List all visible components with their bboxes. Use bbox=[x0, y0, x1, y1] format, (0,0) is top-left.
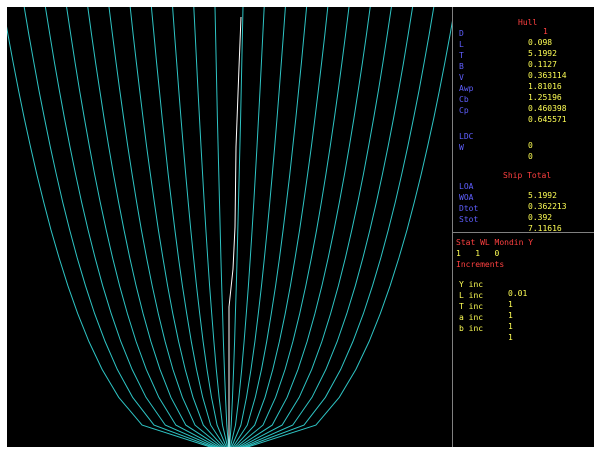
param-row: T 0.1127 bbox=[456, 42, 557, 78]
param-row: LDC 0 bbox=[456, 123, 533, 159]
panel-divider bbox=[452, 7, 453, 447]
increment-value: 1 bbox=[508, 333, 513, 342]
param-row: Dtot 0.392 bbox=[456, 195, 552, 231]
param-value: 0 bbox=[528, 152, 533, 161]
increment-label: b inc bbox=[459, 324, 484, 333]
param-value: 0 bbox=[528, 141, 533, 150]
station-line bbox=[241, 7, 414, 447]
increment-row[interactable]: T inc 1 bbox=[456, 293, 513, 329]
increment-value: 0.01 bbox=[508, 289, 528, 298]
station-line bbox=[246, 20, 452, 447]
body-plan-svg bbox=[7, 7, 452, 447]
increment-row[interactable]: b inc 1 bbox=[456, 315, 513, 351]
ship-total-title: Ship Total bbox=[503, 171, 552, 180]
station-line bbox=[235, 7, 350, 447]
increment-row[interactable]: a inc 1 bbox=[456, 304, 513, 340]
increment-label: L inc bbox=[459, 291, 484, 300]
increment-value: 1 bbox=[508, 300, 513, 309]
param-label: LOA bbox=[459, 182, 474, 191]
param-label: Stot bbox=[459, 215, 479, 224]
section-divider bbox=[453, 232, 594, 233]
station-line bbox=[129, 7, 225, 447]
station-line bbox=[108, 7, 223, 447]
increment-value: 1 bbox=[508, 311, 513, 320]
station-line bbox=[193, 7, 229, 447]
param-row: W 0 bbox=[456, 134, 533, 170]
param-label: Awp bbox=[459, 84, 474, 93]
station-line bbox=[66, 7, 219, 447]
param-value: 0.363114 bbox=[528, 71, 567, 80]
param-row: LOA 5.1992 bbox=[456, 173, 557, 209]
station-line bbox=[7, 26, 212, 447]
hull-design-screen: Hull 1 D 0.098 L 5.1992 T 0.1127 B 0.363… bbox=[7, 7, 594, 447]
param-label: W bbox=[459, 143, 464, 152]
hull-header: Hull 1 bbox=[456, 9, 548, 45]
param-label: LDC bbox=[459, 132, 474, 141]
param-label: Cb bbox=[459, 95, 469, 104]
station-line bbox=[172, 7, 227, 447]
param-value: 7.11616 bbox=[528, 224, 562, 233]
param-value: 0.1127 bbox=[528, 60, 557, 69]
station-line bbox=[87, 7, 221, 447]
station-line bbox=[237, 7, 371, 447]
param-label: Cp bbox=[459, 106, 469, 115]
station-line bbox=[229, 7, 265, 447]
mode-values: 1 1 0 bbox=[456, 249, 500, 258]
param-row: L 5.1992 bbox=[456, 31, 557, 67]
hull-number: 1 bbox=[543, 27, 548, 36]
param-value: 0.098 bbox=[528, 38, 553, 47]
param-row: Stot 7.11616 bbox=[456, 206, 562, 242]
station-line bbox=[214, 7, 230, 447]
station-line bbox=[232, 7, 308, 447]
param-row: B 0.363114 bbox=[456, 53, 567, 89]
station-line bbox=[228, 7, 244, 447]
hull-title: Hull bbox=[518, 18, 538, 27]
param-label: L bbox=[459, 40, 464, 49]
mode-header: Stat WL Mondin Y bbox=[456, 238, 534, 247]
param-label: B bbox=[459, 62, 464, 71]
param-row: D 0.098 bbox=[456, 20, 552, 56]
hull-info-panel: Hull 1 D 0.098 L 5.1992 T 0.1127 B 0.363… bbox=[453, 7, 594, 447]
station-line bbox=[239, 7, 392, 447]
param-value: 5.1992 bbox=[528, 191, 557, 200]
param-label: T bbox=[459, 51, 464, 60]
station-line bbox=[231, 7, 286, 447]
centerline-profile bbox=[228, 16, 242, 447]
increment-row[interactable]: Y inc 0.01 bbox=[456, 271, 527, 307]
ship-total-header: Ship Total bbox=[456, 162, 551, 189]
station-line bbox=[150, 7, 226, 447]
param-value: 0.460398 bbox=[528, 104, 567, 113]
increment-value: 1 bbox=[508, 322, 513, 331]
station-line bbox=[23, 7, 215, 447]
param-label: WOA bbox=[459, 193, 474, 202]
increment-row[interactable]: L inc 1 bbox=[456, 282, 513, 318]
increments-title: Increments bbox=[456, 260, 505, 269]
param-row: WOA 0.362213 bbox=[456, 184, 567, 220]
param-row: V 1.81016 bbox=[456, 64, 562, 100]
param-row: Cp 0.645571 bbox=[456, 97, 567, 133]
param-label: D bbox=[459, 29, 464, 38]
body-plan-view[interactable] bbox=[7, 7, 452, 447]
param-value: 1.81016 bbox=[528, 82, 562, 91]
param-value: 0.645571 bbox=[528, 115, 567, 124]
param-value: 0.392 bbox=[528, 213, 553, 222]
increment-label: a inc bbox=[459, 313, 484, 322]
station-line bbox=[243, 7, 435, 447]
param-value: 1.25196 bbox=[528, 93, 562, 102]
param-label: V bbox=[459, 73, 464, 82]
station-line bbox=[233, 7, 329, 447]
param-value: 0.362213 bbox=[528, 202, 567, 211]
param-row: Awp 1.25196 bbox=[456, 75, 562, 111]
param-value: 5.1992 bbox=[528, 49, 557, 58]
increment-label: Y inc bbox=[459, 280, 484, 289]
param-row: Cb 0.460398 bbox=[456, 86, 567, 122]
station-line bbox=[44, 7, 217, 447]
increment-label: T inc bbox=[459, 302, 484, 311]
param-label: Dtot bbox=[459, 204, 479, 213]
